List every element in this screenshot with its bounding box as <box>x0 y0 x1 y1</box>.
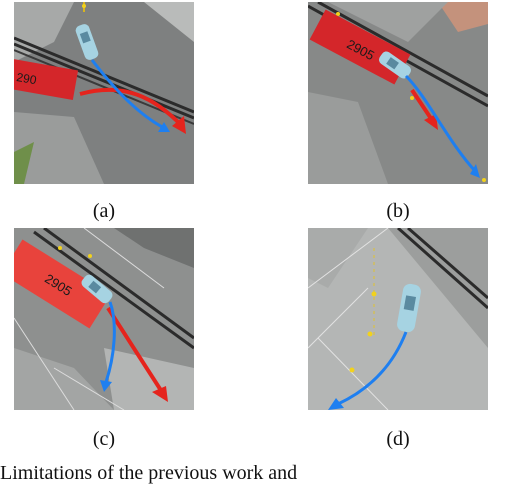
blue-trajectory-arrow <box>100 301 116 392</box>
caption-a: (a) <box>92 200 116 222</box>
panel-a-scene: 290 <box>14 2 194 184</box>
bus: 290 <box>14 57 79 101</box>
car <box>397 283 421 333</box>
body-text-line: Limitations of the previous work and <box>0 462 298 484</box>
rail-tracks <box>397 228 488 310</box>
panel-a-aerial-image: 290 <box>14 2 194 184</box>
blue-trajectory-arrow <box>404 74 480 178</box>
blue-trajectory-arrow <box>328 331 408 410</box>
panel-c-scene: 2905 <box>14 228 194 410</box>
red-trajectory-arrow <box>410 88 438 130</box>
parking-lines <box>308 228 389 410</box>
parking-lines <box>14 228 165 410</box>
car <box>75 24 99 60</box>
panel-c-aerial-image: 2905 <box>14 228 194 410</box>
caption-c: (c) <box>92 428 116 450</box>
car <box>379 51 411 79</box>
panel-b-aerial-image: 2905 <box>308 2 488 184</box>
bus-number-text: 290 <box>15 70 37 87</box>
caption-d: (d) <box>386 428 410 450</box>
panel-d-aerial-image <box>308 228 488 410</box>
red-trajectory-arrow <box>106 306 168 402</box>
yellow-lane-markers <box>349 248 377 373</box>
car <box>81 274 113 304</box>
red-trajectory-arrow <box>79 87 186 134</box>
blue-trajectory-arrow <box>90 59 170 132</box>
panel-b-scene: 2905 <box>308 2 488 184</box>
bus: 2905 <box>14 239 111 329</box>
caption-b: (b) <box>386 200 410 222</box>
panel-d-scene <box>308 228 488 410</box>
rail-tracks <box>33 228 194 350</box>
